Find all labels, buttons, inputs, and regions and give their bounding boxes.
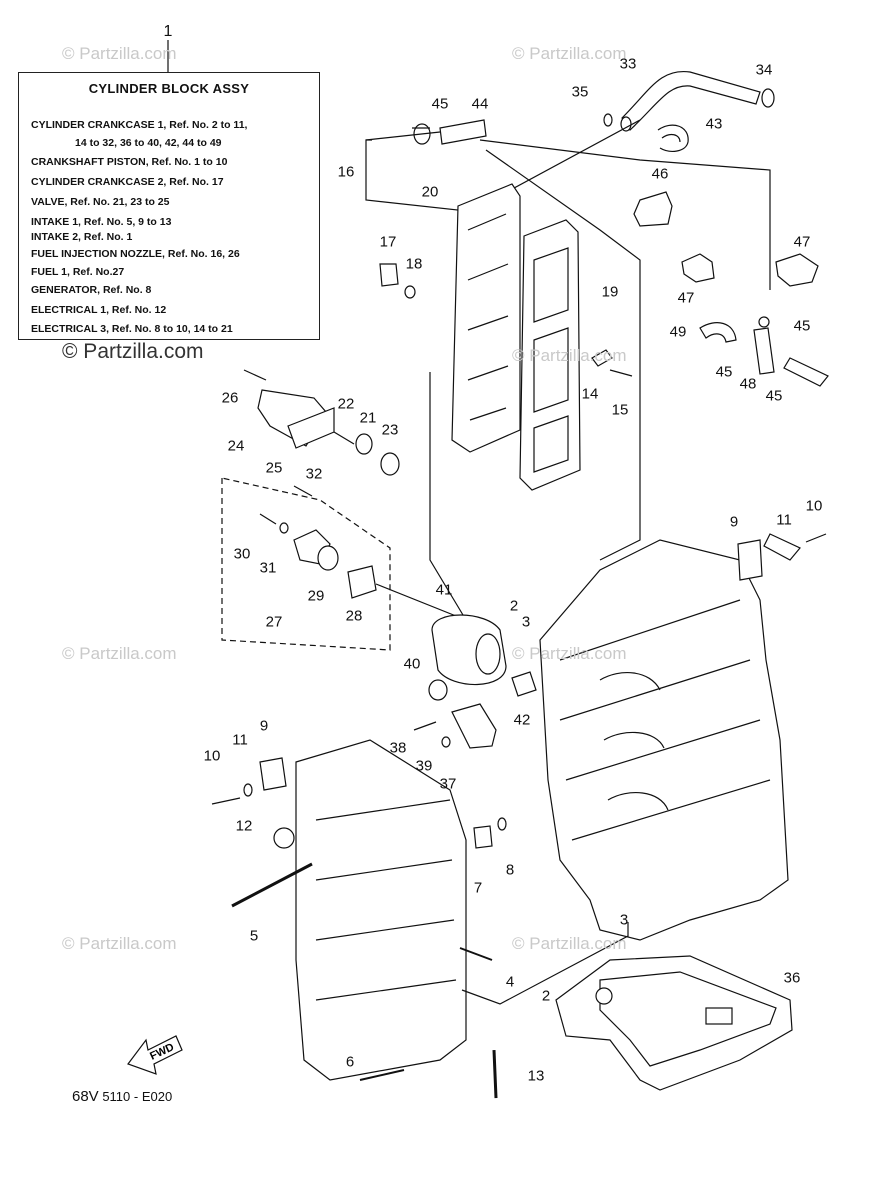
callout-label: 10 <box>203 747 221 765</box>
callout-label: 34 <box>755 61 773 79</box>
callout-label: 25 <box>265 459 283 477</box>
watermark-large: © Partzilla.com <box>62 340 204 363</box>
legend-line: 14 to 32, 36 to 40, 42, 44 to 49 <box>75 137 222 149</box>
callout-label: 45 <box>793 317 811 335</box>
callout-label: 2 <box>509 597 519 615</box>
clamp-part <box>761 88 775 108</box>
callout-label: 21 <box>359 409 377 427</box>
callout-label: 37 <box>439 775 457 793</box>
callout-label: 47 <box>677 289 695 307</box>
callout-label: 45 <box>431 95 449 113</box>
callout-label: 3 <box>619 911 629 929</box>
legend-line: ELECTRICAL 3, Ref. No. 8 to 10, 14 to 21 <box>31 323 233 335</box>
ref-code-rest: 5110 - E020 <box>98 1089 173 1104</box>
diagram-reference-code: 68V 5110 - E020 <box>72 1088 172 1105</box>
callout-label: 11 <box>776 511 792 529</box>
callout-label: 6 <box>345 1053 355 1071</box>
legend-line: INTAKE 2, Ref. No. 1 <box>31 231 133 243</box>
callout-label: 13 <box>527 1067 545 1085</box>
watermark: © Partzilla.com <box>512 44 627 63</box>
callout-label: 26 <box>221 389 239 407</box>
watermark: © Partzilla.com <box>62 644 177 663</box>
callout-label: 45 <box>715 363 733 381</box>
legend-line: CRANKSHAFT PISTON, Ref. No. 1 to 10 <box>31 156 228 168</box>
legend-line: FUEL INJECTION NOZZLE, Ref. No. 16, 26 <box>31 248 240 260</box>
legend-line: ELECTRICAL 1, Ref. No. 12 <box>31 304 167 316</box>
callout-label: 32 <box>305 465 323 483</box>
callout-label: 17 <box>379 233 397 251</box>
callout-label: 39 <box>415 757 433 775</box>
callout-label: 46 <box>651 165 669 183</box>
legend-line: GENERATOR, Ref. No. 8 <box>31 284 152 296</box>
fwd-arrow-icon <box>127 1035 183 1075</box>
legend-title: CYLINDER BLOCK ASSY <box>88 81 250 96</box>
callout-label: 16 <box>337 163 355 181</box>
callout-label: 20 <box>421 183 439 201</box>
callout-label: 18 <box>405 255 423 273</box>
callout-label: 9 <box>729 513 739 531</box>
callout-label: 7 <box>473 879 483 897</box>
callout-label: 27 <box>265 613 283 631</box>
callout-label: 29 <box>307 587 325 605</box>
callout-label: 48 <box>739 375 757 393</box>
callout-label: 45 <box>765 387 783 405</box>
callout-label: 8 <box>505 861 515 879</box>
exhaust-cover-part <box>451 183 521 453</box>
watermark: © Partzilla.com <box>512 934 627 953</box>
watermark: © Partzilla.com <box>512 346 627 365</box>
callout-label: 14 <box>581 385 599 403</box>
callout-label: 4 <box>505 973 515 991</box>
callout-label: 49 <box>669 323 687 341</box>
callout-label: 5 <box>249 927 259 945</box>
callout-label: 30 <box>233 545 251 563</box>
callout-label: 3 <box>521 613 531 631</box>
callout-label: 47 <box>793 233 811 251</box>
callout-label: 43 <box>705 115 723 133</box>
callout-label: 11 <box>232 731 248 749</box>
callout-top: 1 <box>163 23 173 40</box>
legend-line: FUEL 1, Ref. No.27 <box>31 266 125 278</box>
watermark: © Partzilla.com <box>62 934 177 953</box>
callout-label: 22 <box>337 395 355 413</box>
legend-line: CYLINDER CRANKCASE 2, Ref. No. 17 <box>31 176 224 188</box>
callout-label: 23 <box>381 421 399 439</box>
callout-label: 38 <box>389 739 407 757</box>
callout-label: 36 <box>783 969 801 987</box>
ref-code-prefix: 68V <box>72 1088 99 1105</box>
legend-line: CYLINDER CRANKCASE 1, Ref. No. 2 to 11, <box>31 119 248 131</box>
callout-label: 12 <box>235 817 253 835</box>
hose-part <box>621 70 761 131</box>
cylinder-block-part <box>539 539 789 941</box>
callout-label: 41 <box>435 581 453 599</box>
callout-label: 31 <box>259 559 277 577</box>
callout-label: 35 <box>571 83 589 101</box>
legend-line: INTAKE 1, Ref. No. 5, 9 to 13 <box>31 216 172 228</box>
bottom-gasket-part <box>555 955 793 1091</box>
callout-label: 15 <box>611 401 629 419</box>
legend-panel: CYLINDER BLOCK ASSY CYLINDER CRANKCASE 1… <box>18 72 320 340</box>
callout-label: 28 <box>345 607 363 625</box>
callout-label: 42 <box>513 711 531 729</box>
crankcase-part <box>295 739 467 1081</box>
legend-line: VALVE, Ref. No. 21, 23 to 25 <box>31 196 170 208</box>
callout-label: 9 <box>259 717 269 735</box>
callout-label: 19 <box>601 283 619 301</box>
callout-label: 40 <box>403 655 421 673</box>
watermark: © Partzilla.com <box>62 44 177 63</box>
callout-label: 2 <box>541 987 551 1005</box>
callout-label: 33 <box>619 55 637 73</box>
gasket-part <box>519 219 581 491</box>
callout-label: 44 <box>471 95 489 113</box>
callout-label: 24 <box>227 437 245 455</box>
callout-label: 10 <box>805 497 823 515</box>
watermark: © Partzilla.com <box>512 644 627 663</box>
